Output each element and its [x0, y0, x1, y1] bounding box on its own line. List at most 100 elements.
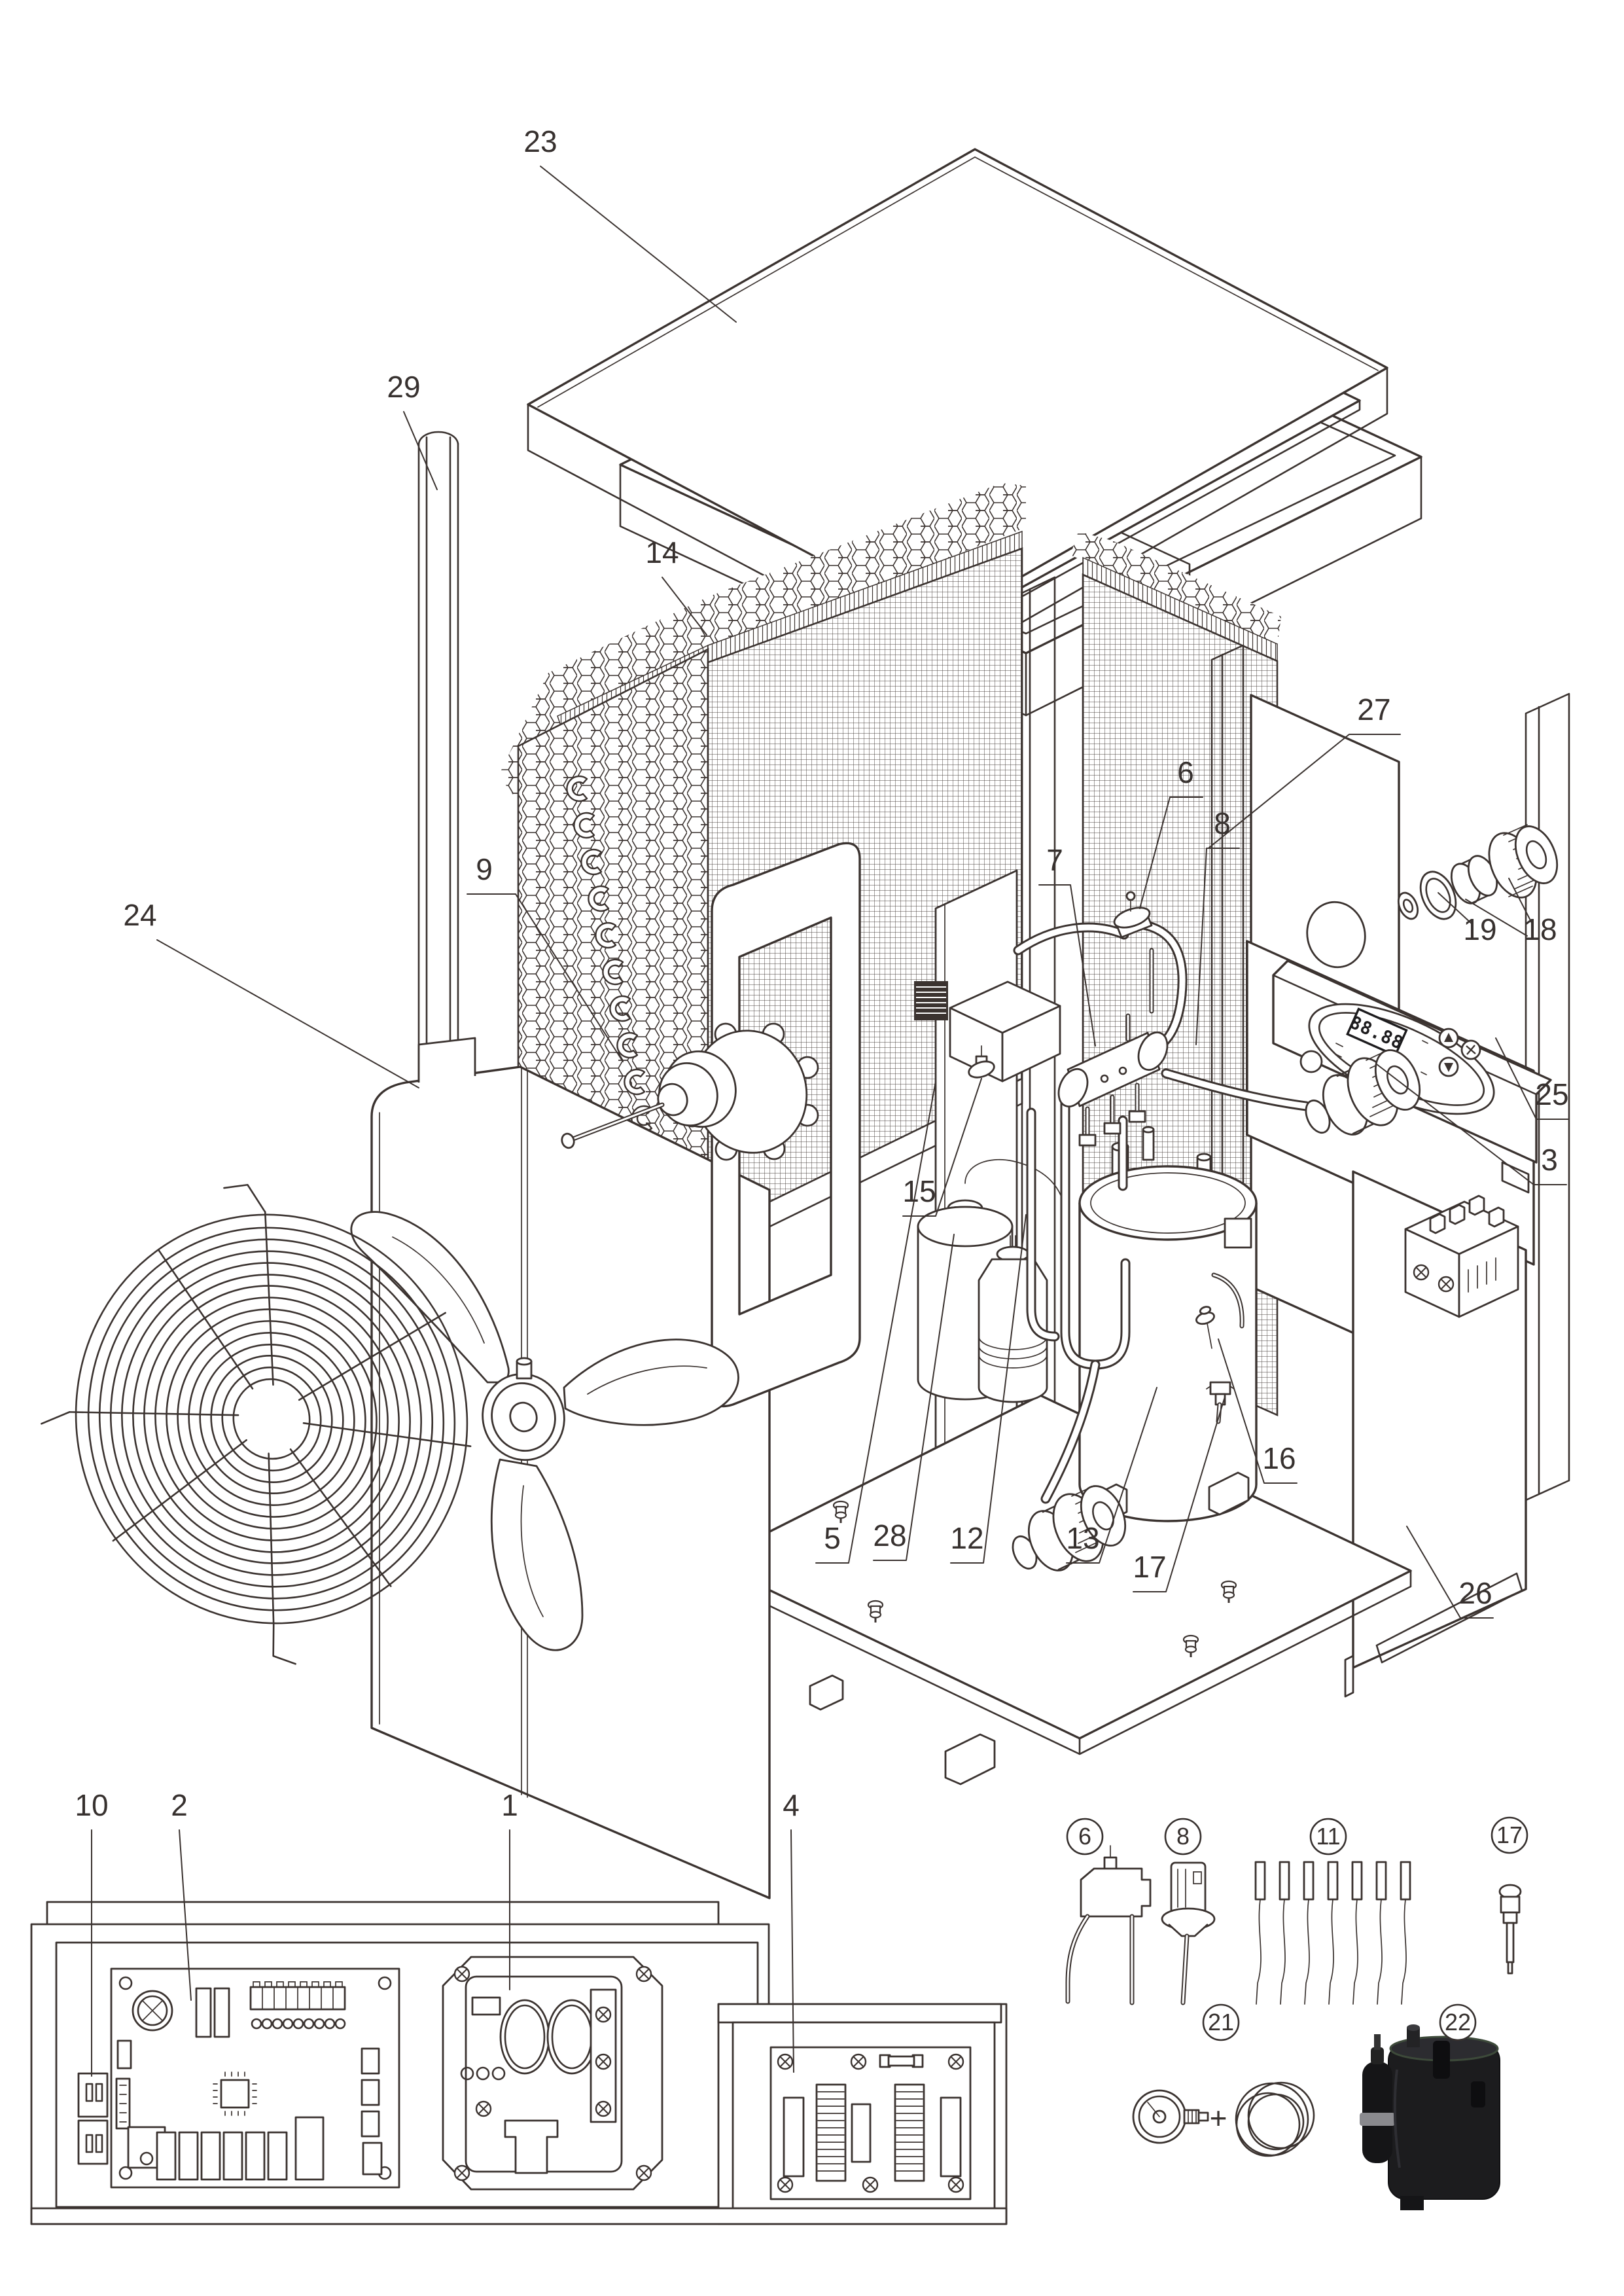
sensor-grommet: [968, 1045, 995, 1079]
part-label-9: 9: [476, 852, 493, 886]
leader-line: [873, 1234, 955, 1561]
part-label-14: 14: [645, 535, 679, 569]
leader-line: [1038, 884, 1096, 1047]
driver-pcb: [769, 2046, 972, 2200]
control-panel-box: 88.88: [1272, 960, 1552, 1194]
heatsink-2: [894, 2083, 925, 2182]
terminal-block: [1404, 1194, 1519, 1318]
leader-line: [1209, 734, 1401, 848]
part-label-16: 16: [1262, 1441, 1296, 1475]
part-label-15: 15: [902, 1174, 936, 1208]
svg-text:8: 8: [1176, 1823, 1190, 1850]
svg-text:17: 17: [1496, 1821, 1523, 1848]
corner-strip: [417, 431, 459, 1114]
part-label-5: 5: [824, 1521, 841, 1555]
leader-line: [1133, 1396, 1226, 1592]
pcb-led-row: [251, 2018, 346, 2030]
water-barrel-lower: [1012, 1485, 1127, 1571]
refrigerant-pipes: [1013, 919, 1311, 1504]
leader-line: [1218, 1338, 1297, 1484]
leader-line: [540, 166, 737, 323]
spare-callout-17: 17: [1491, 1816, 1528, 1854]
leader-line: [950, 1214, 1027, 1564]
part-label-19: 19: [1463, 912, 1496, 946]
spare-callout-6: 6: [1066, 1818, 1104, 1856]
leader-line: [790, 1829, 794, 2073]
fan-button[interactable]: [1460, 1039, 1481, 1060]
leader-line: [403, 411, 438, 490]
fan-impeller: [350, 1211, 739, 1651]
front-panel: [370, 1037, 771, 1899]
plus-sign: +: [1210, 2101, 1227, 2135]
terminal-connector: [77, 2072, 109, 2165]
part-label-28: 28: [873, 1518, 906, 1552]
heatsink-1: [815, 2083, 847, 2182]
part-label-26: 26: [1458, 1576, 1492, 1610]
spare-compressor-photo: [1360, 2024, 1500, 2210]
service-valve-16: [1195, 1306, 1215, 1349]
part-label-18: 18: [1523, 912, 1557, 946]
spare-callout-8: 8: [1164, 1818, 1202, 1856]
electrical-box: [30, 1901, 1008, 2225]
part-label-29: 29: [387, 370, 420, 404]
part-label-2: 2: [171, 1788, 188, 1822]
leader-line: [467, 893, 624, 1062]
spare-callout-22: 22: [1439, 2003, 1477, 2041]
terminal-strip: [249, 1981, 346, 2011]
spare-valve-core: [1498, 1884, 1522, 1975]
leader-line: [1438, 892, 1473, 925]
mode-button[interactable]: [1299, 1050, 1323, 1073]
spare-callout-11: 11: [1309, 1818, 1347, 1856]
leader-line: [662, 577, 707, 636]
leader-line: [1465, 899, 1528, 937]
leader-line: [1066, 1387, 1157, 1564]
spare-callout-21: 21: [1202, 2003, 1240, 2041]
part-label-10: 10: [75, 1788, 108, 1822]
svg-text:6: 6: [1078, 1823, 1091, 1850]
service-valve-17: [1206, 1381, 1235, 1424]
part-label-1: 1: [501, 1788, 518, 1822]
spare-gauge-and-tube: +: [1132, 2081, 1315, 2157]
svg-text:22: 22: [1445, 2009, 1471, 2036]
part-label-23: 23: [523, 124, 557, 158]
heater-element: [914, 981, 948, 1020]
part-label-27: 27: [1357, 692, 1390, 726]
leader-line: [1139, 797, 1203, 909]
spare-temp-probes: [1254, 1861, 1411, 2005]
svg-text:11: 11: [1316, 1823, 1340, 1850]
leader-line: [1195, 848, 1240, 1045]
fan-grille: [41, 1183, 472, 1665]
water-union-fittings: [1397, 824, 1559, 920]
fan-motor: [561, 1050, 737, 1149]
part-label-8: 8: [1214, 806, 1231, 840]
leader-line: [1495, 1037, 1570, 1120]
part-label-25: 25: [1535, 1077, 1568, 1111]
four-way-valve: [1057, 1013, 1169, 1147]
power-module: [442, 1956, 663, 2191]
leader-line: [1406, 1526, 1494, 1619]
main-pcb: [110, 1967, 400, 2189]
base-tray: [709, 1394, 1412, 1785]
part-label-7: 7: [1046, 843, 1063, 877]
part-label-4: 4: [783, 1788, 800, 1822]
part-label-24: 24: [123, 898, 156, 932]
part-label-12: 12: [950, 1521, 983, 1555]
part-label-17: 17: [1133, 1550, 1166, 1584]
svg-text:21: 21: [1208, 2009, 1234, 2036]
up-button[interactable]: [1438, 1028, 1459, 1049]
part-label-3: 3: [1541, 1143, 1558, 1177]
part-label-6: 6: [1177, 755, 1194, 789]
leader-line: [1508, 878, 1533, 925]
spare-sensor: [1161, 1861, 1216, 2005]
spare-parts: +: [1065, 1845, 1522, 2210]
expansion-valve-assembly: [1113, 891, 1153, 939]
leader-line: [179, 1829, 192, 2001]
leader-line: [902, 1078, 982, 1217]
down-button[interactable]: [1438, 1056, 1459, 1077]
part-label-13: 13: [1066, 1521, 1099, 1555]
compressor: [1078, 1126, 1258, 1528]
leader-line: [156, 939, 419, 1088]
spare-expansion-valve: [1065, 1845, 1152, 2005]
